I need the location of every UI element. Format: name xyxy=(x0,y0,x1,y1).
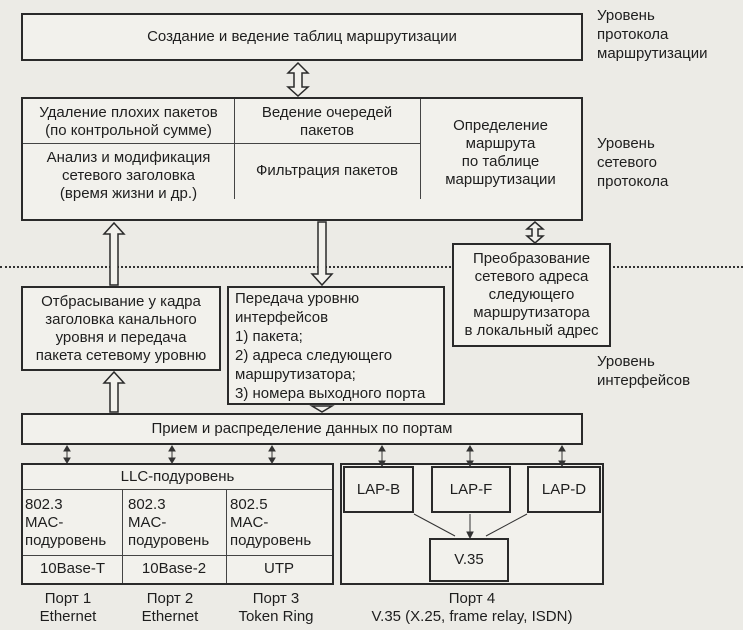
lap-d-box: LAP-D xyxy=(527,466,601,513)
port-label-4: Порт 4 V.35 (X.25, frame relay, ISDN) xyxy=(371,590,573,625)
routing-tables-text: Создание и ведение таблиц маршрутизации xyxy=(147,28,457,45)
arrow-network-transfer xyxy=(310,221,334,287)
lap-d-text: LAP-D xyxy=(541,480,587,498)
level-separator xyxy=(0,266,743,268)
mac-divider-1 xyxy=(122,489,123,583)
network-divider-v2 xyxy=(420,99,421,199)
phy-divider xyxy=(23,555,332,556)
phy-2: 10Base-2 xyxy=(141,560,207,577)
llc-divider xyxy=(23,489,332,490)
port-label-1: Порт 1 Ethernet xyxy=(39,590,97,625)
phy-1: 10Base-T xyxy=(39,560,106,577)
level-label-routing-protocol: Уровень протокола маршрутизации xyxy=(597,7,708,62)
lap-f-text: LAP-F xyxy=(449,480,493,498)
route-def-text: Определение маршрута по таблице маршрути… xyxy=(445,117,556,188)
frame-drop-box: Отбрасывание у кадра заголовка канальног… xyxy=(21,286,221,371)
level-label-interfaces: Уровень интерфейсов xyxy=(597,353,691,389)
lap-f-box: LAP-F xyxy=(431,466,511,513)
v35-box: V.35 xyxy=(429,538,509,582)
routing-tables-box: Создание и ведение таблиц маршрутизации xyxy=(21,13,583,61)
arrow-network-addr xyxy=(525,221,545,244)
llc-text: LLC-подуровень xyxy=(120,468,235,485)
arrow-framedrop-up xyxy=(102,221,126,286)
network-divider-h xyxy=(23,143,420,144)
addr-conversion-box: Преобразование сетевого адреса следующег… xyxy=(452,243,611,347)
addr-conversion-text: Преобразование сетевого адреса следующег… xyxy=(464,250,599,339)
llc-mac-box: LLC-подуровень 802.3 MAC- подуровень 802… xyxy=(21,463,334,585)
transfer-text: Передача уровню интерфейсов 1) пакета; 2… xyxy=(235,289,426,402)
link-lapb-v35 xyxy=(413,513,456,537)
port-label-2: Порт 2 Ethernet xyxy=(141,590,199,625)
phy-3: UTP xyxy=(264,560,294,577)
arrow-ports-framedrop xyxy=(102,370,126,413)
queues-text: Ведение очередей пакетов xyxy=(261,104,393,139)
lap-b-box: LAP-B xyxy=(343,466,414,513)
arrow-transfer-ports xyxy=(309,405,335,413)
network-protocol-box: Удаление плохих пакетов (по контрольной … xyxy=(21,97,583,221)
transfer-box: Передача уровню интерфейсов 1) пакета; 2… xyxy=(227,286,445,405)
mac-divider-2 xyxy=(226,489,227,583)
mac-std-1: 802.3 MAC- подуровень xyxy=(25,496,107,549)
link-lapd-v35 xyxy=(485,513,528,537)
mac-std-3: 802.5 MAC- подуровень xyxy=(230,496,312,549)
mac-std-2: 802.3 MAC- подуровень xyxy=(128,496,210,549)
ports-bar: Прием и распределение данных по портам xyxy=(21,413,583,445)
filtering-text: Фильтрация пакетов xyxy=(255,162,399,179)
lap-b-text: LAP-B xyxy=(356,480,401,498)
arrow-routing-network xyxy=(286,61,310,98)
bad-packets-text: Удаление плохих пакетов (по контрольной … xyxy=(39,104,218,139)
header-mod-text: Анализ и модификация сетевого заголовка … xyxy=(46,149,211,202)
level-label-network-protocol: Уровень сетевого протокола xyxy=(597,135,669,190)
frame-drop-text: Отбрасывание у кадра заголовка канальног… xyxy=(35,292,207,364)
v35-text: V.35 xyxy=(454,551,484,568)
network-divider-v1 xyxy=(234,99,235,199)
port-label-3: Порт 3 Token Ring xyxy=(238,590,314,625)
ports-bar-text: Прием и распределение данных по портам xyxy=(151,420,453,437)
